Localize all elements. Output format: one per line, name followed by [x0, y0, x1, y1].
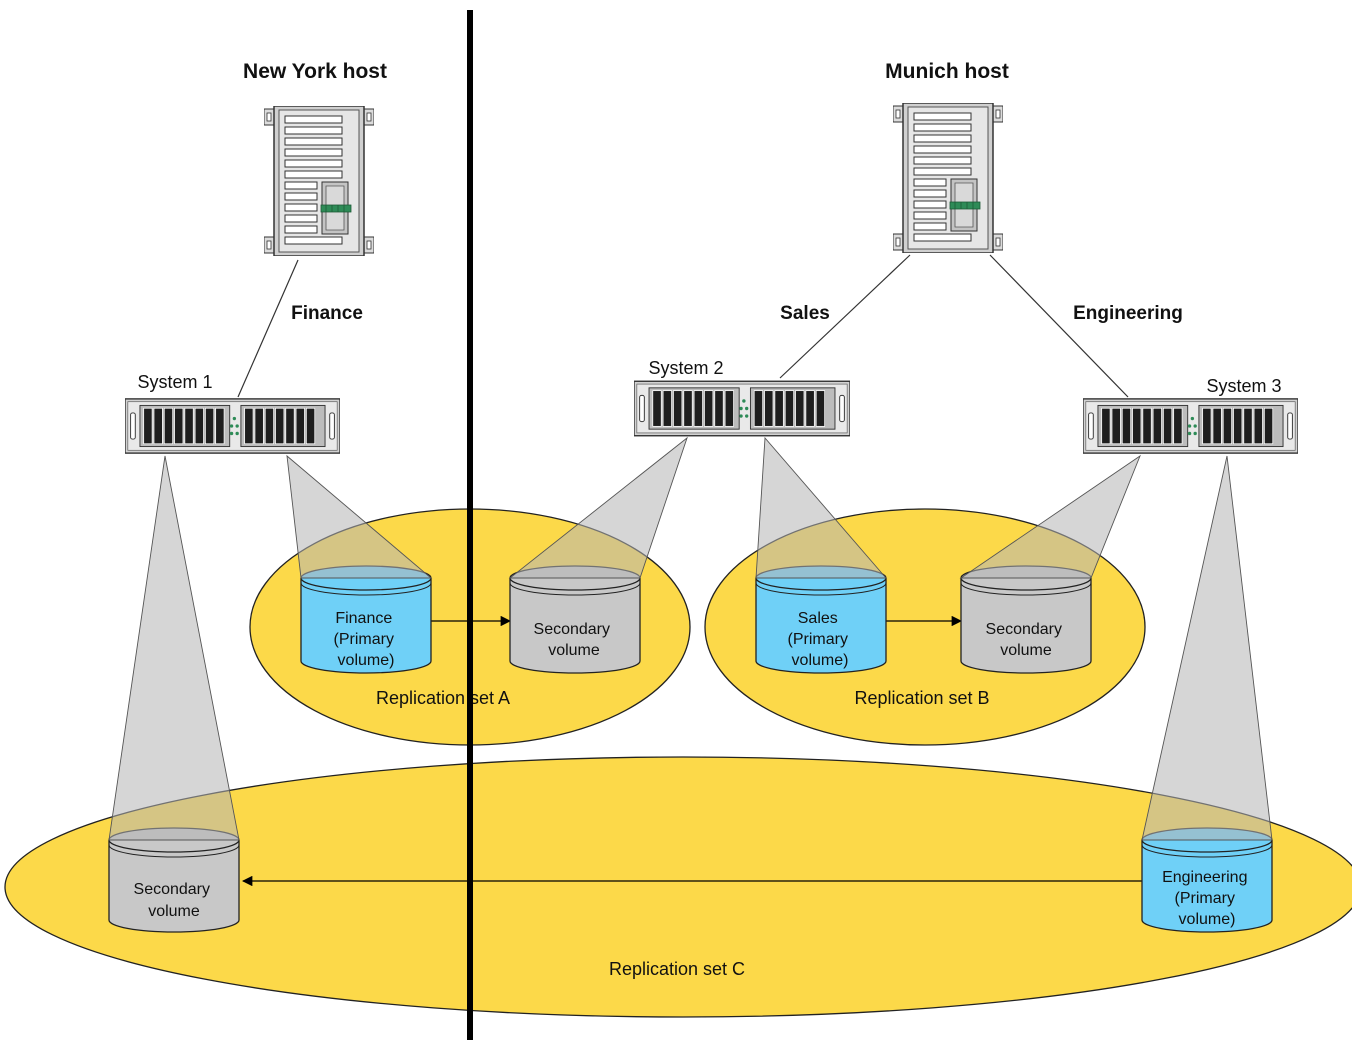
system-1-icon — [125, 398, 340, 454]
finance-link-label: Finance — [291, 303, 363, 324]
munich-host-icon — [893, 103, 1003, 253]
finance-volume-cone — [286, 454, 433, 579]
replication-set-c-area — [4, 756, 1352, 1018]
new-york-host-icon — [264, 106, 374, 256]
secondary-volume-c-label: Secondary volume — [134, 881, 215, 920]
secondary-volume-b-label: Secondary volume — [986, 621, 1067, 659]
sales-primary-volume-label: Sales (Primary volume) — [788, 610, 853, 669]
engineering-link-label: Engineering — [1073, 303, 1183, 324]
secondary-c-cone — [108, 455, 240, 841]
finance-primary-volume-label: Finance (Primary volume) — [334, 610, 399, 669]
engineering-link — [989, 254, 1129, 398]
replication-set-a-label: Replication set A — [376, 688, 510, 708]
system-1-label: System 1 — [137, 372, 212, 392]
system-3-label: System 3 — [1206, 376, 1281, 396]
replication-set-b-label: Replication set B — [854, 688, 989, 708]
secondary-b-cone — [959, 454, 1141, 579]
new-york-host-label: New York host — [243, 60, 387, 83]
engineering-volume-cone — [1141, 455, 1273, 841]
system-2-icon — [634, 380, 850, 437]
secondary-volume-a-label: Secondary volume — [534, 621, 615, 659]
replication-set-c-label: Replication set C — [609, 959, 745, 979]
sales-volume-cone — [755, 436, 887, 579]
engineering-primary-volume-label: Engineering (Primary volume) — [1162, 869, 1252, 928]
secondary-a-cone — [508, 436, 688, 579]
finance-link — [237, 259, 299, 398]
system-3-icon — [1083, 398, 1298, 454]
system-2-label: System 2 — [648, 358, 723, 378]
munich-host-label: Munich host — [885, 60, 1009, 83]
sales-link — [779, 254, 911, 379]
sales-link-label: Sales — [780, 303, 830, 324]
